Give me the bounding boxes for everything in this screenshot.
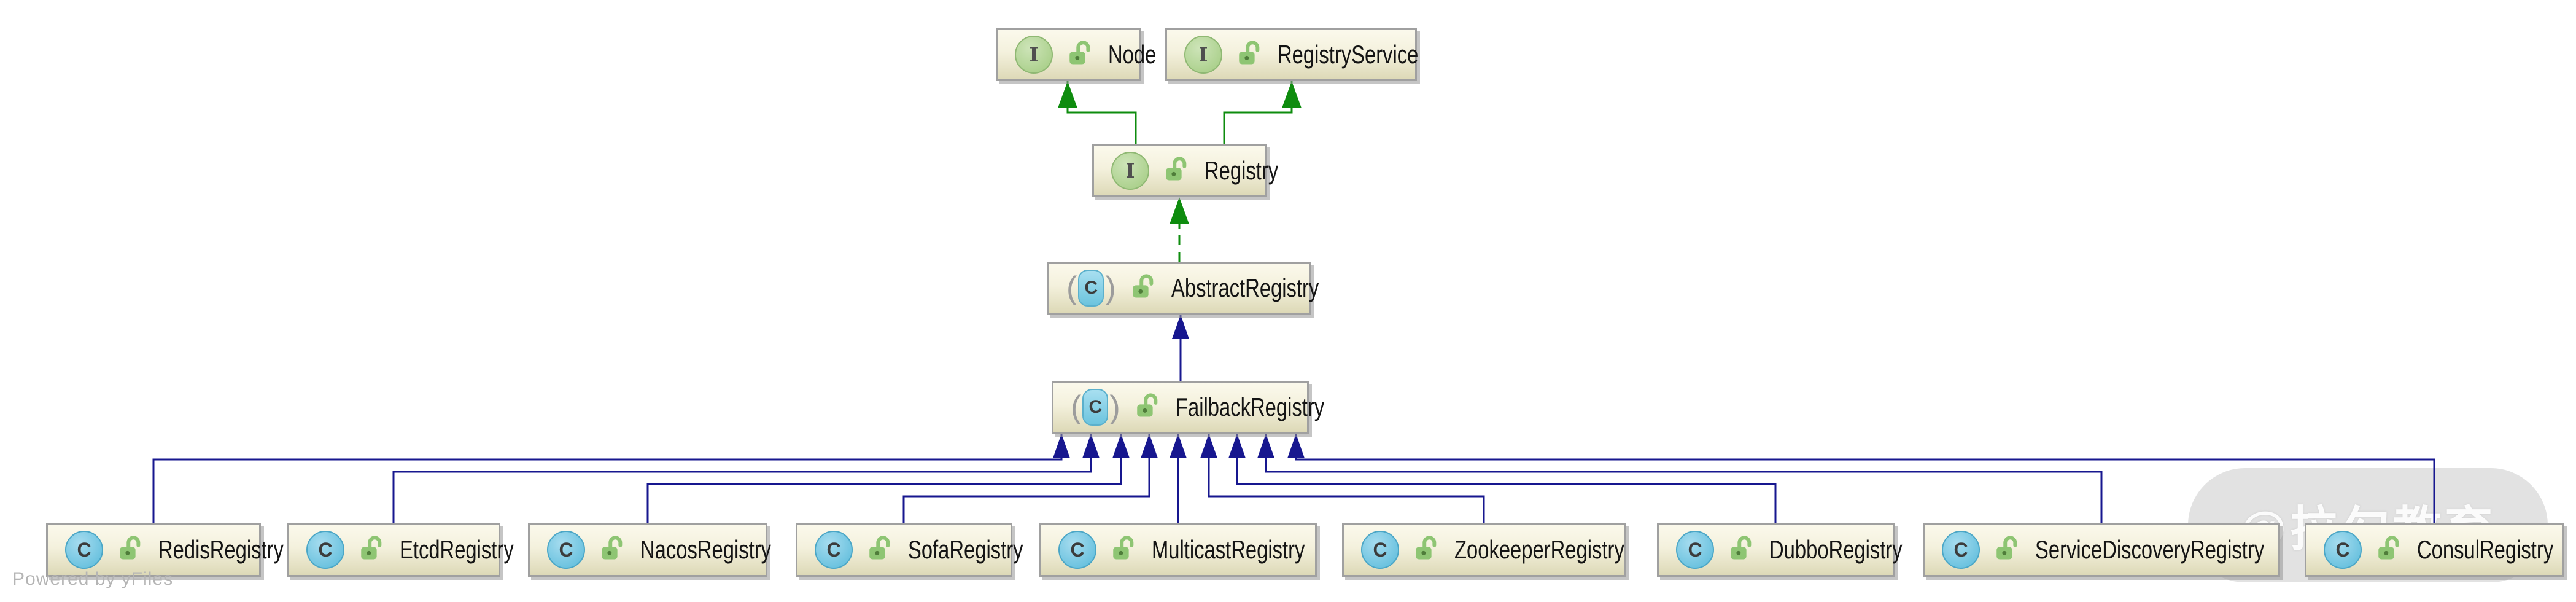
powered-by-yfiles-label: Powered by yFiles: [12, 569, 174, 589]
class-node-dubboregistry[interactable]: C DubboRegistry: [1657, 523, 1903, 577]
arrowhead-icon: [1282, 81, 1302, 108]
arrowhead-icon: [1170, 434, 1187, 458]
public-visibility-lock-icon: [1130, 273, 1155, 304]
interface-icon: I: [1111, 152, 1149, 190]
class-node-label: FailbackRegistry: [1175, 393, 1324, 421]
class-node-label: NacosRegistry: [640, 535, 772, 564]
class-node-etcdregistry[interactable]: C EtcdRegistry: [287, 523, 514, 577]
public-visibility-lock-icon: [1413, 534, 1438, 566]
abstract-class-icon: (C): [1066, 270, 1116, 307]
inheritance-edge-consulregistry-to-failbackregistry: [1287, 434, 2435, 523]
arrowhead-icon: [1200, 434, 1217, 458]
arrowhead-icon: [1082, 434, 1100, 458]
inheritance-edge-servicediscoveryregistry-to-failbackregistry: [1257, 434, 2103, 523]
public-visibility-lock-icon: [1993, 534, 2019, 566]
arrowhead-icon: [1257, 434, 1274, 458]
inheritance-edge-sofaregistry-to-failbackregistry: [902, 434, 1158, 523]
class-node-zookeeperregistry[interactable]: C ZookeeperRegistry: [1342, 523, 1626, 577]
class-icon: C: [547, 531, 585, 569]
arrowhead-icon: [1228, 434, 1246, 458]
public-visibility-lock-icon: [1066, 39, 1092, 71]
class-node-multicastregistry[interactable]: C MulticastRegistry: [1039, 523, 1317, 577]
class-node-registryservice[interactable]: I RegistryService: [1165, 28, 1419, 81]
class-node-consulregistry[interactable]: C ConsulRegistry: [2305, 523, 2564, 577]
abstract-class-icon: (C): [1071, 389, 1120, 426]
inheritance-edge-zookeeperregistry-to-failbackregistry: [1200, 434, 1485, 523]
class-node-label: ServiceDiscoveryRegistry: [2035, 535, 2265, 564]
public-visibility-lock-icon: [117, 534, 142, 566]
arrowhead-icon: [1170, 197, 1189, 224]
public-visibility-lock-icon: [1134, 392, 1160, 423]
class-icon: C: [815, 531, 853, 569]
arrowhead-icon: [1141, 434, 1158, 458]
class-node-label: ZookeeperRegistry: [1454, 535, 1624, 564]
class-node-label: AbstractRegistry: [1171, 273, 1319, 302]
class-node-sofaregistry[interactable]: C SofaRegistry: [796, 523, 1023, 577]
class-node-label: Registry: [1205, 156, 1279, 185]
arrowhead-icon: [1053, 434, 1070, 458]
public-visibility-lock-icon: [1163, 155, 1189, 187]
class-node-label: ConsulRegistry: [2417, 535, 2554, 564]
public-visibility-lock-icon: [358, 534, 384, 566]
inheritance-edge-abstractregistry-to-registry: [1170, 197, 1189, 262]
class-node-redisregistry[interactable]: C RedisRegistry: [46, 523, 284, 577]
arrowhead-icon: [1112, 434, 1130, 458]
inheritance-edge-registry-to-node: [1058, 81, 1137, 144]
inheritance-edge-dubboregistry-to-failbackregistry: [1228, 434, 1777, 523]
class-node-nacosregistry[interactable]: C NacosRegistry: [528, 523, 771, 577]
inheritance-edge-etcdregistry-to-failbackregistry: [392, 434, 1100, 523]
interface-icon: I: [1184, 36, 1222, 74]
public-visibility-lock-icon: [866, 534, 892, 566]
inheritance-edge-registry-to-registryservice: [1223, 81, 1302, 144]
arrowhead-icon: [1172, 315, 1189, 339]
class-icon: C: [65, 531, 103, 569]
class-node-label: EtcdRegistry: [400, 535, 514, 564]
class-node-label: Node: [1108, 40, 1157, 69]
arrowhead-icon: [1287, 434, 1305, 458]
class-icon: C: [1361, 531, 1399, 569]
class-node-label: MulticastRegistry: [1152, 535, 1305, 564]
class-icon: C: [306, 531, 344, 569]
class-node-label: RedisRegistry: [158, 535, 284, 564]
class-node-node[interactable]: I Node: [996, 28, 1156, 81]
class-node-servicediscoveryregistry[interactable]: C ServiceDiscoveryRegistry: [1923, 523, 2280, 577]
class-icon: C: [1676, 531, 1714, 569]
inheritance-edge-multicastregistry-to-failbackregistry: [1170, 434, 1187, 523]
interface-icon: I: [1015, 36, 1053, 74]
inheritance-edge-redisregistry-to-failbackregistry: [152, 434, 1070, 523]
public-visibility-lock-icon: [599, 534, 624, 566]
public-visibility-lock-icon: [2375, 534, 2401, 566]
public-visibility-lock-icon: [1236, 39, 1262, 71]
class-icon: C: [2324, 531, 2362, 569]
class-icon: C: [1942, 531, 1980, 569]
inheritance-edge-nacosregistry-to-failbackregistry: [646, 434, 1130, 523]
class-node-abstractregistry[interactable]: (C) AbstractRegistry: [1047, 262, 1319, 315]
class-icon: C: [1058, 531, 1096, 569]
inheritance-edge-failbackregistry-to-abstractregistry: [1172, 315, 1189, 381]
class-node-label: SofaRegistry: [908, 535, 1023, 564]
public-visibility-lock-icon: [1728, 534, 1753, 566]
class-node-label: RegistryService: [1278, 40, 1419, 69]
public-visibility-lock-icon: [1110, 534, 1136, 566]
class-node-label: DubboRegistry: [1769, 535, 1903, 564]
class-node-registry[interactable]: I Registry: [1092, 144, 1278, 197]
arrowhead-icon: [1058, 81, 1077, 108]
class-node-failbackregistry[interactable]: (C) FailbackRegistry: [1052, 381, 1324, 434]
